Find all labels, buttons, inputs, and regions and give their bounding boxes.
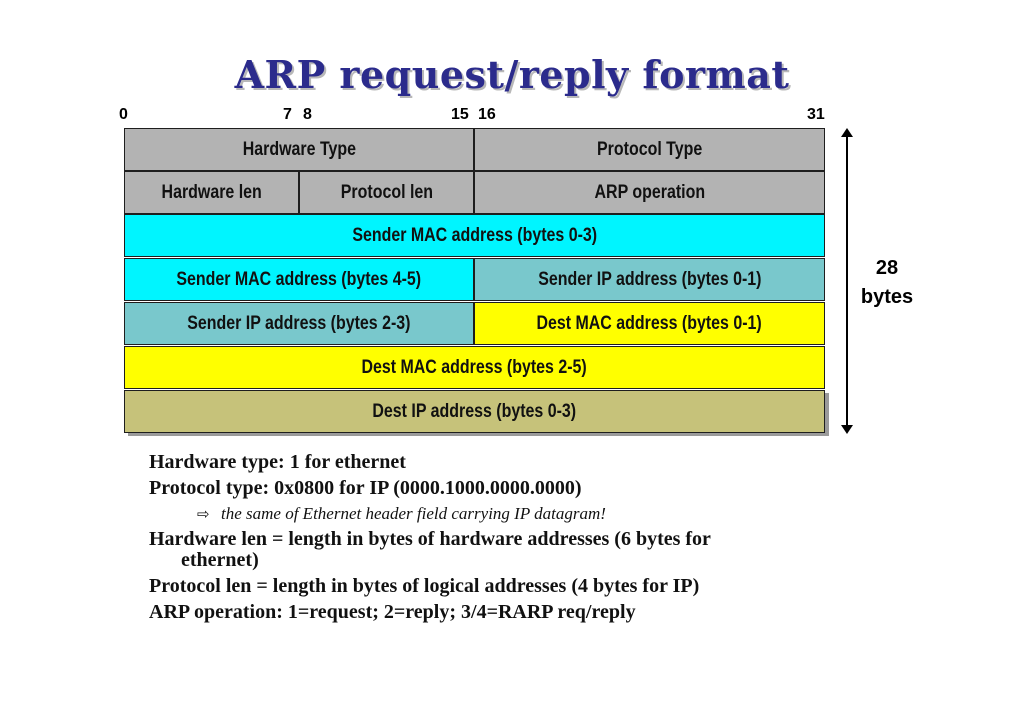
row-sender-mac-0-3: Sender MAC address (bytes 0-3) (124, 214, 825, 257)
row-dest-mac-2-5: Dest MAC address (bytes 2-5) (124, 346, 825, 389)
note-hardware-len: Hardware len = length in bytes of hardwa… (149, 528, 711, 550)
packet-size-unit: bytes (860, 286, 914, 308)
field-dest-mac-0-1: Dest MAC address (bytes 0-1) (474, 302, 825, 345)
note-arp-operation: ARP operation: 1=request; 2=reply; 3/4=R… (149, 601, 636, 623)
page-title: ARP request/reply format (234, 52, 790, 97)
field-sender-mac-4-5: Sender MAC address (bytes 4-5) (124, 258, 474, 301)
row-sender-ip-dest-mac: Sender IP address (bytes 2-3) Dest MAC a… (124, 302, 825, 345)
note-protocol-len: Protocol len = length in bytes of logica… (149, 575, 700, 597)
field-hardware-len: Hardware len (124, 171, 299, 214)
field-dest-mac-2-5: Dest MAC address (bytes 2-5) (124, 346, 825, 389)
bit-marker-31: 31 (807, 106, 825, 123)
bit-marker-8: 8 (303, 106, 312, 123)
note-hardware-type: Hardware type: 1 for ethernet (149, 451, 406, 473)
note-protocol-type-sub-text: the same of Ethernet header field carryi… (221, 504, 606, 523)
note-protocol-type: Protocol type: 0x0800 for IP (0000.1000.… (149, 477, 582, 499)
note-protocol-type-sub: ⇨ the same of Ethernet header field carry… (197, 504, 606, 524)
field-protocol-type: Protocol Type (474, 128, 825, 171)
field-protocol-len: Protocol len (299, 171, 474, 214)
field-sender-mac-0-3: Sender MAC address (bytes 0-3) (124, 214, 825, 257)
row-sender-mac-ip: Sender MAC address (bytes 4-5) Sender IP… (124, 258, 825, 301)
size-arrow (841, 128, 853, 434)
note-hardware-len-cont: ethernet) (181, 549, 259, 571)
row-hardware-protocol-type: Hardware Type Protocol Type (124, 128, 825, 171)
packet-size-label: 28 bytes (852, 254, 922, 312)
field-dest-ip-0-3: Dest IP address (bytes 0-3) (124, 390, 825, 433)
bit-marker-7: 7 (283, 106, 292, 123)
bit-marker-0: 0 (119, 106, 128, 123)
bit-marker-16: 16 (478, 106, 496, 123)
arp-packet-grid: Hardware Type Protocol Type Hardware len… (124, 128, 825, 434)
field-sender-ip-0-1: Sender IP address (bytes 0-1) (474, 258, 825, 301)
field-hardware-type: Hardware Type (124, 128, 474, 171)
row-dest-ip: Dest IP address (bytes 0-3) (124, 390, 825, 433)
row-lengths-operation: Hardware len Protocol len ARP operation (124, 171, 825, 214)
arrow-right-icon: ⇨ (197, 505, 210, 523)
field-arp-operation: ARP operation (474, 171, 825, 214)
bit-marker-15: 15 (451, 106, 469, 123)
field-sender-ip-2-3: Sender IP address (bytes 2-3) (124, 302, 474, 345)
packet-size-number: 28 (875, 257, 899, 279)
